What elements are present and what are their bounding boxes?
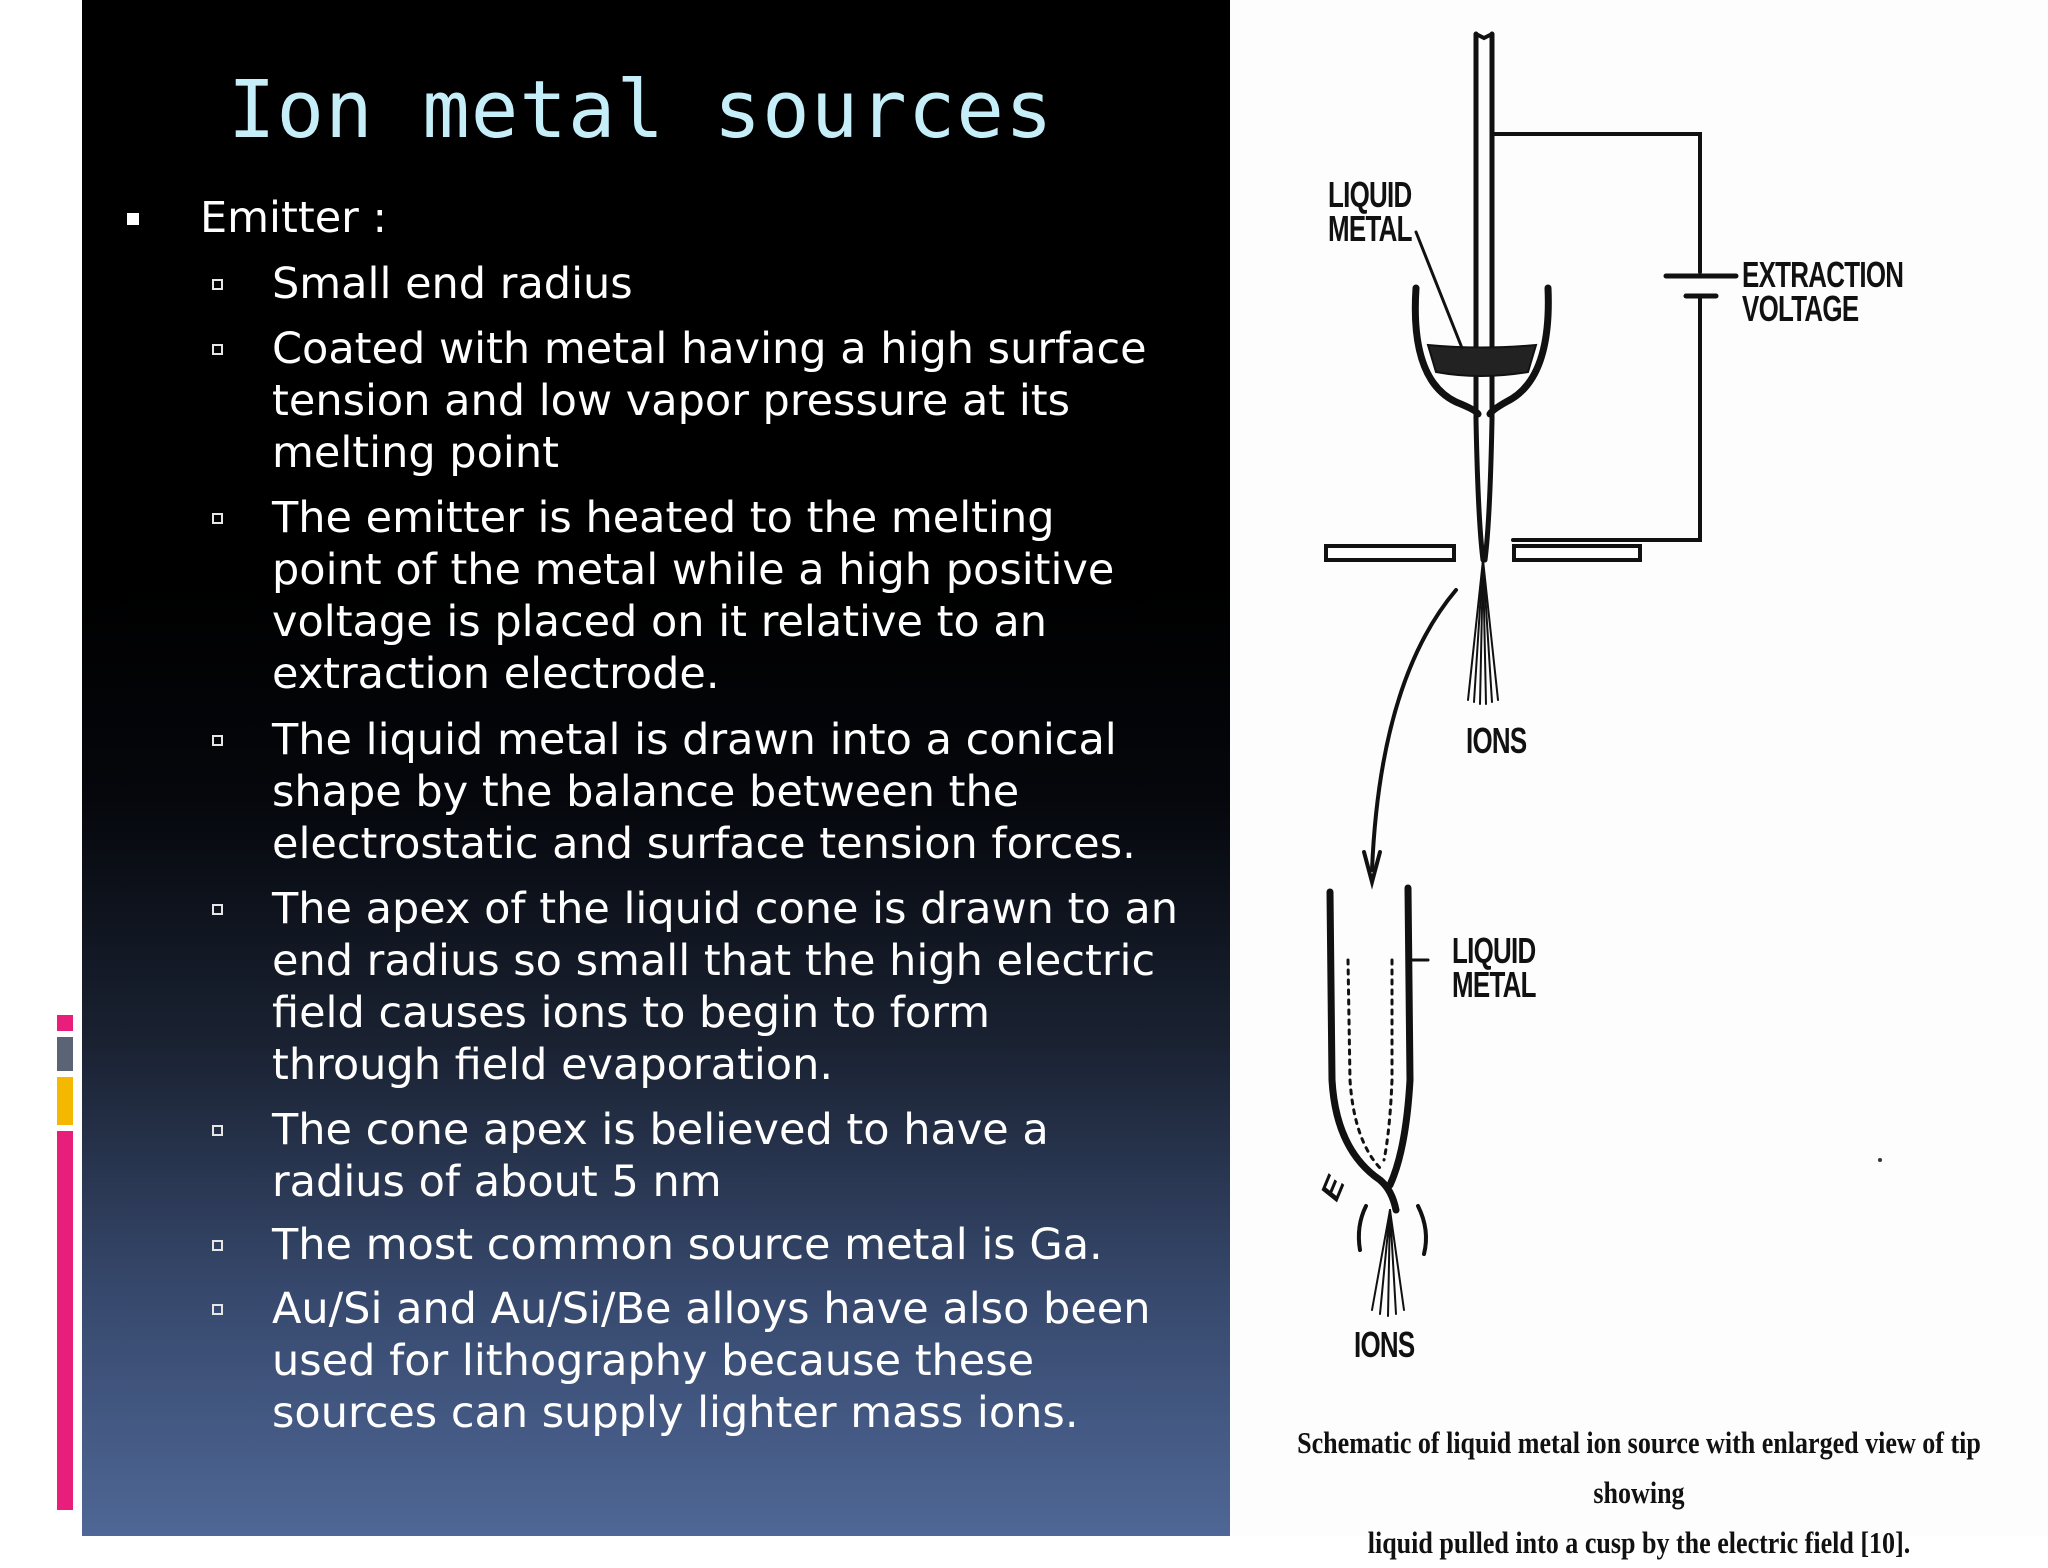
- sub-bullet-line: field causes ions to begin to form: [272, 988, 991, 1038]
- sub-bullet-line: shape by the balance between the: [272, 767, 1020, 817]
- label-ions-top: IONS: [1466, 720, 1527, 761]
- sub-bullet-item: The liquid metal is drawn into a conical…: [272, 714, 1136, 870]
- label-liquid-metal-bottom: LIQUID METAL: [1452, 930, 1536, 1005]
- sub-bullet-item: The most common source metal is Ga.: [272, 1219, 1103, 1271]
- zoom-arrow: [1370, 588, 1458, 872]
- sub-bullet-line: extraction electrode.: [272, 649, 720, 699]
- enlarged-tip: [1326, 888, 1400, 1214]
- sub-bullet-line: Small end radius: [272, 259, 633, 309]
- ion-source-schematic: [1324, 31, 1882, 1317]
- sub-bullet-line: used for lithography because these: [272, 1336, 1035, 1386]
- sub-bullet-marker: [212, 1125, 223, 1136]
- extraction-electrode-right: [1512, 544, 1642, 562]
- liquid-metal-cup: [1411, 284, 1482, 418]
- sub-bullet-line: melting point: [272, 428, 559, 478]
- slide-title: Ion metal sources: [228, 64, 1054, 156]
- sub-bullet-item: The apex of the liquid cone is drawn to …: [272, 883, 1178, 1091]
- sub-bullet-line: sources can supply lighter mass ions.: [272, 1388, 1079, 1438]
- circuit-wire: [1490, 132, 1702, 274]
- sub-bullet-item: Small end radius: [272, 258, 633, 310]
- label-liquid-metal-top: LIQUID METAL: [1328, 174, 1412, 249]
- sub-bullet-marker: [212, 1240, 223, 1251]
- label-ions-bottom: IONS: [1354, 1324, 1415, 1365]
- slide-text-panel: [82, 0, 1230, 1536]
- ion-beam-bottom: [1371, 1209, 1405, 1317]
- ion-beam-top: [1467, 559, 1499, 705]
- main-bullet: Emitter :: [200, 193, 388, 243]
- sub-bullet-line: The most common source metal is Ga.: [272, 1220, 1103, 1270]
- sub-bullet-line: end radius so small that the high electr…: [272, 936, 1156, 986]
- sub-bullet-item: Au/Si and Au/Si/Be alloys have also been…: [272, 1283, 1151, 1439]
- sub-bullet-line: electrostatic and surface tension forces…: [272, 819, 1136, 869]
- sub-bullet-marker: [212, 1304, 223, 1315]
- accent-color-strip: [57, 1015, 73, 1510]
- sub-bullet-line: through field evaporation.: [272, 1040, 833, 1090]
- sub-bullet-line: The liquid metal is drawn into a conical: [272, 715, 1117, 765]
- sub-bullet-marker: [212, 904, 223, 915]
- sub-bullet-line: voltage is placed on it relative to an: [272, 597, 1048, 647]
- sub-bullet-line: The cone apex is believed to have a: [272, 1105, 1049, 1155]
- sub-bullet-marker: [212, 344, 223, 355]
- sub-bullet-marker: [212, 513, 223, 524]
- bullet-marker: [127, 213, 139, 225]
- sub-bullet-line: The emitter is heated to the melting: [272, 493, 1055, 543]
- sub-bullet-line: tension and low vapor pressure at its: [272, 376, 1071, 426]
- emitter-needle: [1473, 31, 1486, 563]
- figure-panel: LIQUID METAL EXTRACTION VOLTAGE IONS LIQ…: [1230, 0, 2048, 1560]
- label-extraction-voltage: EXTRACTION VOLTAGE: [1742, 254, 1904, 329]
- left-margin: [0, 0, 82, 1536]
- sub-bullet-marker: [212, 735, 223, 746]
- sub-bullet-line: The apex of the liquid cone is drawn to …: [272, 884, 1179, 934]
- extraction-electrode-left: [1324, 544, 1456, 562]
- sub-bullet-marker: [212, 279, 223, 290]
- sub-bullet-line: radius of about 5 nm: [272, 1157, 722, 1207]
- sub-bullet-line: Coated with metal having a high surface: [272, 324, 1147, 374]
- sub-bullet-line: point of the metal while a high positive: [272, 545, 1115, 595]
- sub-bullet-line: Au/Si and Au/Si/Be alloys have also been: [272, 1284, 1151, 1334]
- figure-caption: Schematic of liquid metal ion source wit…: [1297, 1425, 1981, 1560]
- decorative-vertical-bars: [48, 165, 78, 255]
